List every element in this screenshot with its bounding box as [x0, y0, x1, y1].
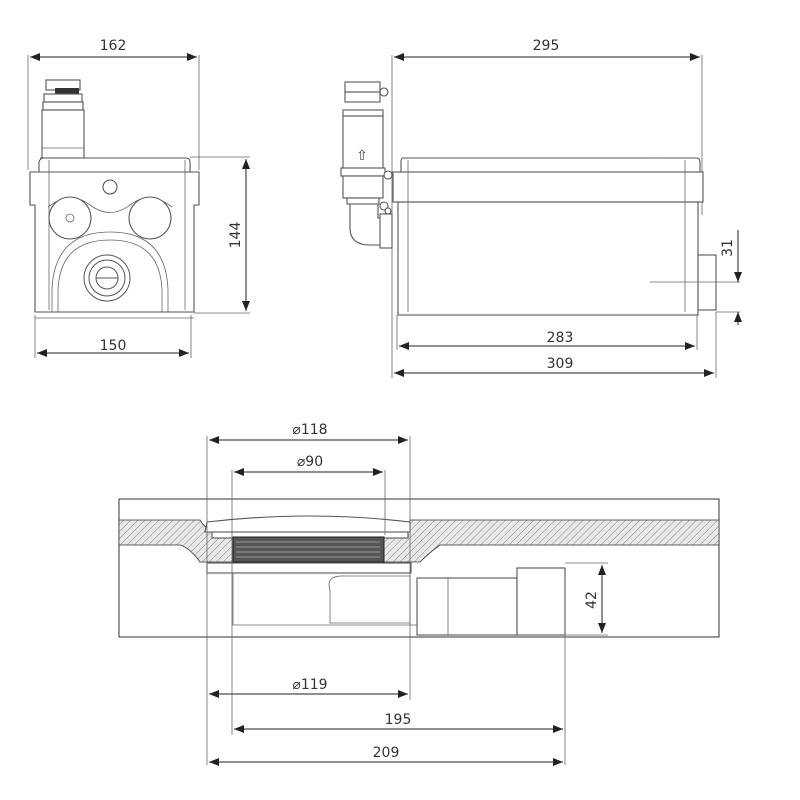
- discharge-pipe: ⇧: [340, 81, 393, 249]
- dim-label-195: 195: [385, 712, 412, 728]
- dim-label-209: 209: [373, 745, 400, 761]
- inlet-left: [48, 196, 92, 240]
- threaded-body: [232, 536, 385, 563]
- top-plug: [102, 179, 118, 195]
- lid: [38, 157, 191, 173]
- dim-label-162: 162: [100, 38, 127, 54]
- bottom-inlet: [83, 254, 131, 302]
- dim-label-d118: ⌀118: [292, 422, 327, 438]
- dim-label-309: 309: [547, 356, 574, 372]
- dim-label-144: 144: [228, 222, 244, 249]
- front-view: 162 144: [27, 38, 250, 358]
- inlet-right: [128, 196, 172, 240]
- dim-label-d119: ⌀119: [292, 677, 327, 693]
- dim-label-31: 31: [720, 239, 736, 257]
- dim-label-42: 42: [584, 591, 600, 609]
- dim-label-283: 283: [547, 330, 574, 346]
- lid-side: [400, 157, 701, 173]
- tank-body-side: [397, 201, 699, 316]
- outlet-pipe: [41, 79, 85, 159]
- dim-label-d90: ⌀90: [297, 454, 323, 470]
- dim-label-295: 295: [533, 38, 560, 54]
- outlet-port: [697, 254, 717, 311]
- dim-label-150: 150: [100, 338, 127, 354]
- flow-direction-arrow-icon: ⇧: [356, 148, 368, 164]
- outlet-spigot: [416, 577, 518, 636]
- side-view: 295 ⇧ 31: [340, 38, 742, 378]
- drain-grate: [204, 515, 411, 533]
- drain-section-view: ⌀118 ⌀90 42 ⌀119 195 209: [118, 422, 720, 766]
